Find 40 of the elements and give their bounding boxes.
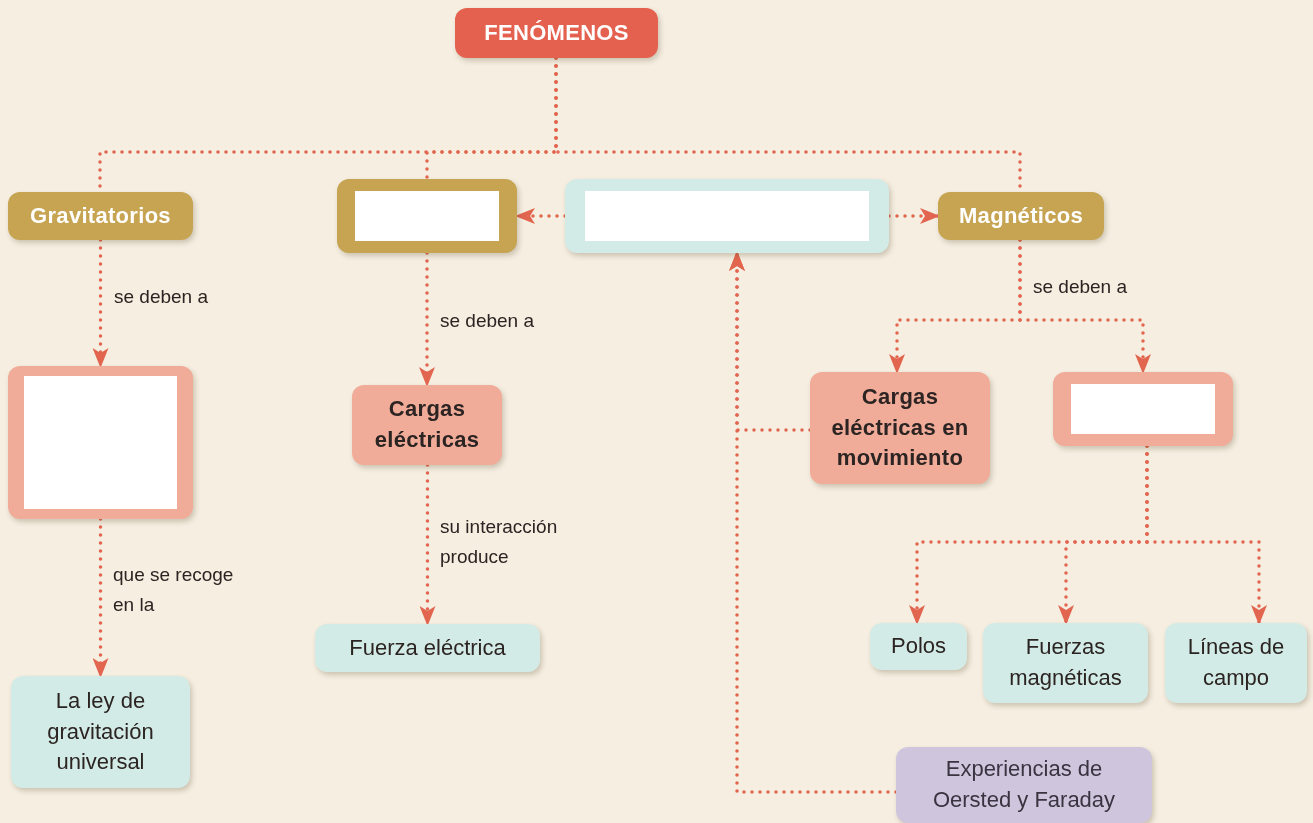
dotted-arrow	[729, 251, 898, 794]
edge-label: se deben a	[1033, 275, 1129, 299]
result-box	[1165, 623, 1307, 703]
blank-box	[337, 179, 517, 253]
dotted-arrow	[887, 208, 940, 224]
node-label: La ley de gravitación universal	[46, 686, 155, 777]
category-box	[938, 192, 1104, 240]
edge-label: se deben a	[114, 285, 210, 309]
node-label: Líneas de campo	[1186, 633, 1286, 692]
node-label: Cargas eléctricas	[373, 395, 481, 454]
node-label: Magnéticos	[959, 201, 1083, 230]
dotted-arrow	[1018, 238, 1151, 374]
dotted-arrow	[515, 208, 567, 224]
node-label: Fuerza eléctrica	[349, 633, 506, 662]
dotted-arrow	[92, 238, 109, 368]
dotted-arrow	[92, 517, 109, 678]
dotted-arrow	[419, 251, 435, 387]
blank-box	[1053, 372, 1233, 446]
edge-label: que se recoge en la	[113, 563, 235, 618]
node-label: Gravitatorios	[30, 201, 171, 230]
node-label: Cargas eléctricas en movimiento	[830, 382, 970, 473]
edge-label: su interacción produce	[440, 515, 559, 570]
node-label: Experiencias de Oersted y Faraday	[931, 755, 1117, 814]
result-box	[315, 624, 540, 672]
concept-box	[810, 372, 990, 484]
category-box	[8, 192, 193, 240]
node-label: Polos	[890, 632, 946, 661]
node-label: FENÓMENOS	[484, 18, 629, 47]
title-box	[455, 8, 658, 58]
blank-box	[8, 366, 193, 519]
edge-label: se deben a	[440, 309, 536, 333]
dotted-arrow	[1145, 444, 1267, 625]
dotted-arrow	[419, 463, 436, 626]
node-label: Fuerzas magnéticas	[1008, 633, 1123, 692]
result-box	[11, 676, 190, 788]
result-box	[870, 623, 967, 670]
result-box	[983, 623, 1148, 703]
note-box	[896, 747, 1152, 823]
concept-box	[352, 385, 502, 465]
blank-box	[565, 179, 889, 253]
